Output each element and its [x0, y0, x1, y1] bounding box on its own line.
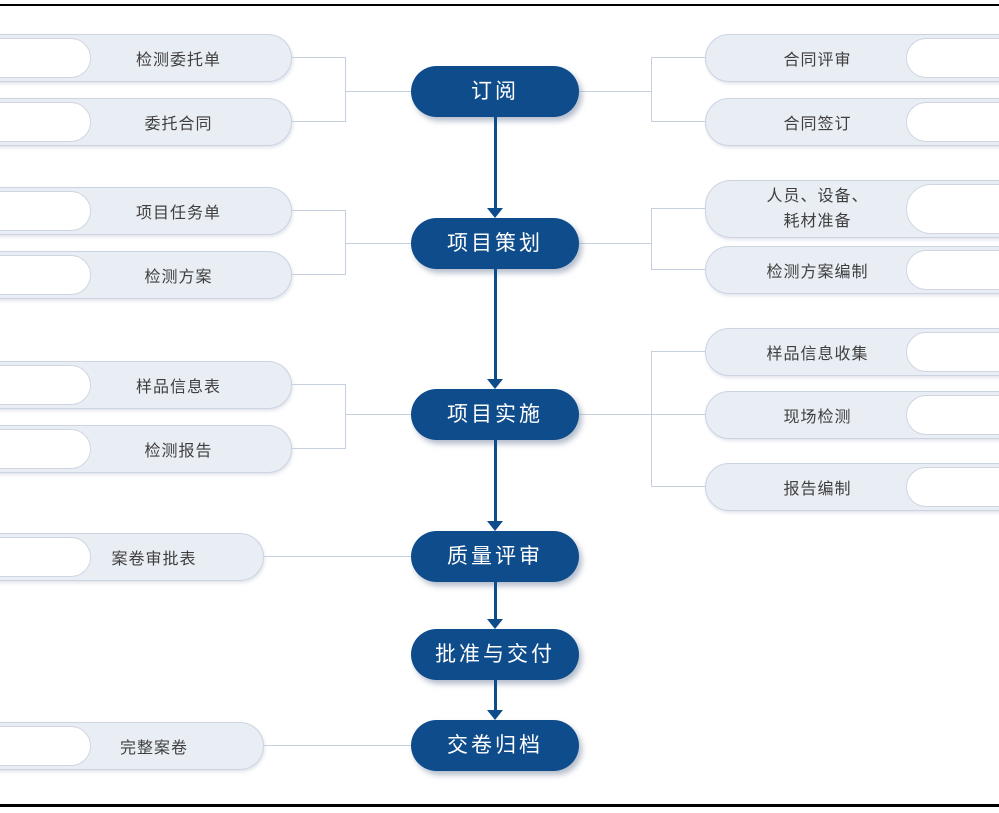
- connector-line: [651, 121, 705, 122]
- node-project-implementation: 项目实施: [411, 389, 579, 440]
- pill-capsule: [0, 429, 91, 469]
- arrow-head: [487, 619, 503, 629]
- connector-line: [345, 91, 411, 92]
- connector-line: [651, 351, 652, 487]
- activity-label: 人员、设备、 耗材准备: [766, 186, 869, 230]
- activity-onsite-testing: 现场检测: [705, 391, 999, 439]
- bottom-border-rule: [0, 804, 999, 807]
- doc-test-report: 检测报告: [0, 425, 292, 473]
- node-subscription: 订阅: [411, 66, 579, 117]
- pill-capsule: [0, 38, 91, 78]
- activity-report-compilation: 报告编制: [705, 463, 999, 511]
- doc-label: 样品信息表: [135, 377, 221, 396]
- doc-test-commission-form: 检测委托单: [0, 34, 292, 82]
- connector-line: [345, 243, 411, 244]
- doc-label: 检测方案: [144, 267, 213, 286]
- activity-resource-preparation: 人员、设备、 耗材准备: [705, 180, 999, 238]
- arrow-head: [487, 208, 503, 218]
- pill-capsule: [0, 365, 91, 405]
- pill-capsule: [0, 255, 91, 295]
- connector-line: [292, 57, 345, 58]
- node-quality-review: 质量评审: [411, 531, 579, 582]
- connector-line: [651, 208, 705, 209]
- pill-capsule: [906, 38, 999, 78]
- arrow-shaft: [493, 117, 497, 210]
- doc-project-task-form: 项目任务单: [0, 187, 292, 235]
- pill-capsule: [906, 467, 999, 507]
- doc-complete-file: 完整案卷: [0, 722, 264, 770]
- flow-arrow-down-icon: [487, 582, 503, 629]
- connector-line: [579, 243, 651, 244]
- activity-label: 合同签订: [783, 114, 852, 133]
- arrow-shaft: [493, 582, 497, 621]
- activity-contract-review: 合同评审: [705, 34, 999, 82]
- activity-contract-signing: 合同签订: [705, 98, 999, 146]
- doc-label: 完整案卷: [119, 738, 188, 757]
- pill-capsule: [0, 726, 91, 766]
- arrow-shaft: [493, 680, 497, 712]
- activity-label: 现场检测: [783, 407, 852, 426]
- arrow-shaft: [493, 269, 497, 381]
- connector-line: [345, 384, 346, 449]
- pill-capsule: [0, 191, 91, 231]
- connector-line: [651, 486, 705, 487]
- doc-label: 项目任务单: [135, 203, 221, 222]
- connector-line: [345, 414, 411, 415]
- doc-label: 检测委托单: [135, 50, 221, 69]
- node-submission-archiving: 交卷归档: [411, 720, 579, 771]
- pill-capsule: [906, 395, 999, 435]
- pill-capsule: [0, 537, 91, 577]
- connector-line: [264, 556, 411, 557]
- connector-line: [292, 448, 345, 449]
- arrow-head: [487, 379, 503, 389]
- doc-label: 委托合同: [144, 114, 213, 133]
- connector-line: [651, 57, 652, 122]
- arrow-head: [487, 710, 503, 720]
- doc-label: 案卷审批表: [111, 549, 197, 568]
- doc-commission-contract: 委托合同: [0, 98, 292, 146]
- activity-label: 合同评审: [783, 50, 852, 69]
- flow-arrow-down-icon: [487, 269, 503, 389]
- activity-sample-info-collection: 样品信息收集: [705, 328, 999, 376]
- flow-arrow-down-icon: [487, 440, 503, 531]
- pill-capsule: [906, 332, 999, 372]
- activity-label: 样品信息收集: [766, 344, 869, 363]
- arrow-head: [487, 521, 503, 531]
- pill-capsule: [906, 184, 999, 234]
- activity-test-plan-compilation: 检测方案编制: [705, 246, 999, 294]
- doc-test-plan: 检测方案: [0, 251, 292, 299]
- connector-line: [579, 414, 705, 415]
- flow-arrow-down-icon: [487, 117, 503, 218]
- connector-line: [345, 57, 346, 122]
- pill-capsule: [0, 102, 91, 142]
- connector-line: [651, 208, 652, 270]
- flow-arrow-down-icon: [487, 680, 503, 720]
- connector-line: [292, 210, 345, 211]
- connector-line: [292, 274, 345, 275]
- connector-line: [651, 269, 705, 270]
- doc-label: 检测报告: [144, 441, 213, 460]
- node-approval-delivery: 批准与交付: [411, 629, 579, 680]
- connector-line: [579, 91, 651, 92]
- doc-file-approval-form: 案卷审批表: [0, 533, 264, 581]
- arrow-shaft: [493, 440, 497, 523]
- activity-label: 报告编制: [783, 479, 852, 498]
- connector-line: [345, 210, 346, 275]
- connector-line: [292, 384, 345, 385]
- doc-sample-info-form: 样品信息表: [0, 361, 292, 409]
- activity-label: 检测方案编制: [766, 262, 869, 281]
- node-project-planning: 项目策划: [411, 218, 579, 269]
- pill-capsule: [906, 250, 999, 290]
- connector-line: [651, 351, 705, 352]
- connector-line: [264, 745, 411, 746]
- pill-capsule: [906, 102, 999, 142]
- connector-line: [651, 57, 705, 58]
- connector-line: [292, 121, 345, 122]
- top-border-rule: [0, 4, 999, 6]
